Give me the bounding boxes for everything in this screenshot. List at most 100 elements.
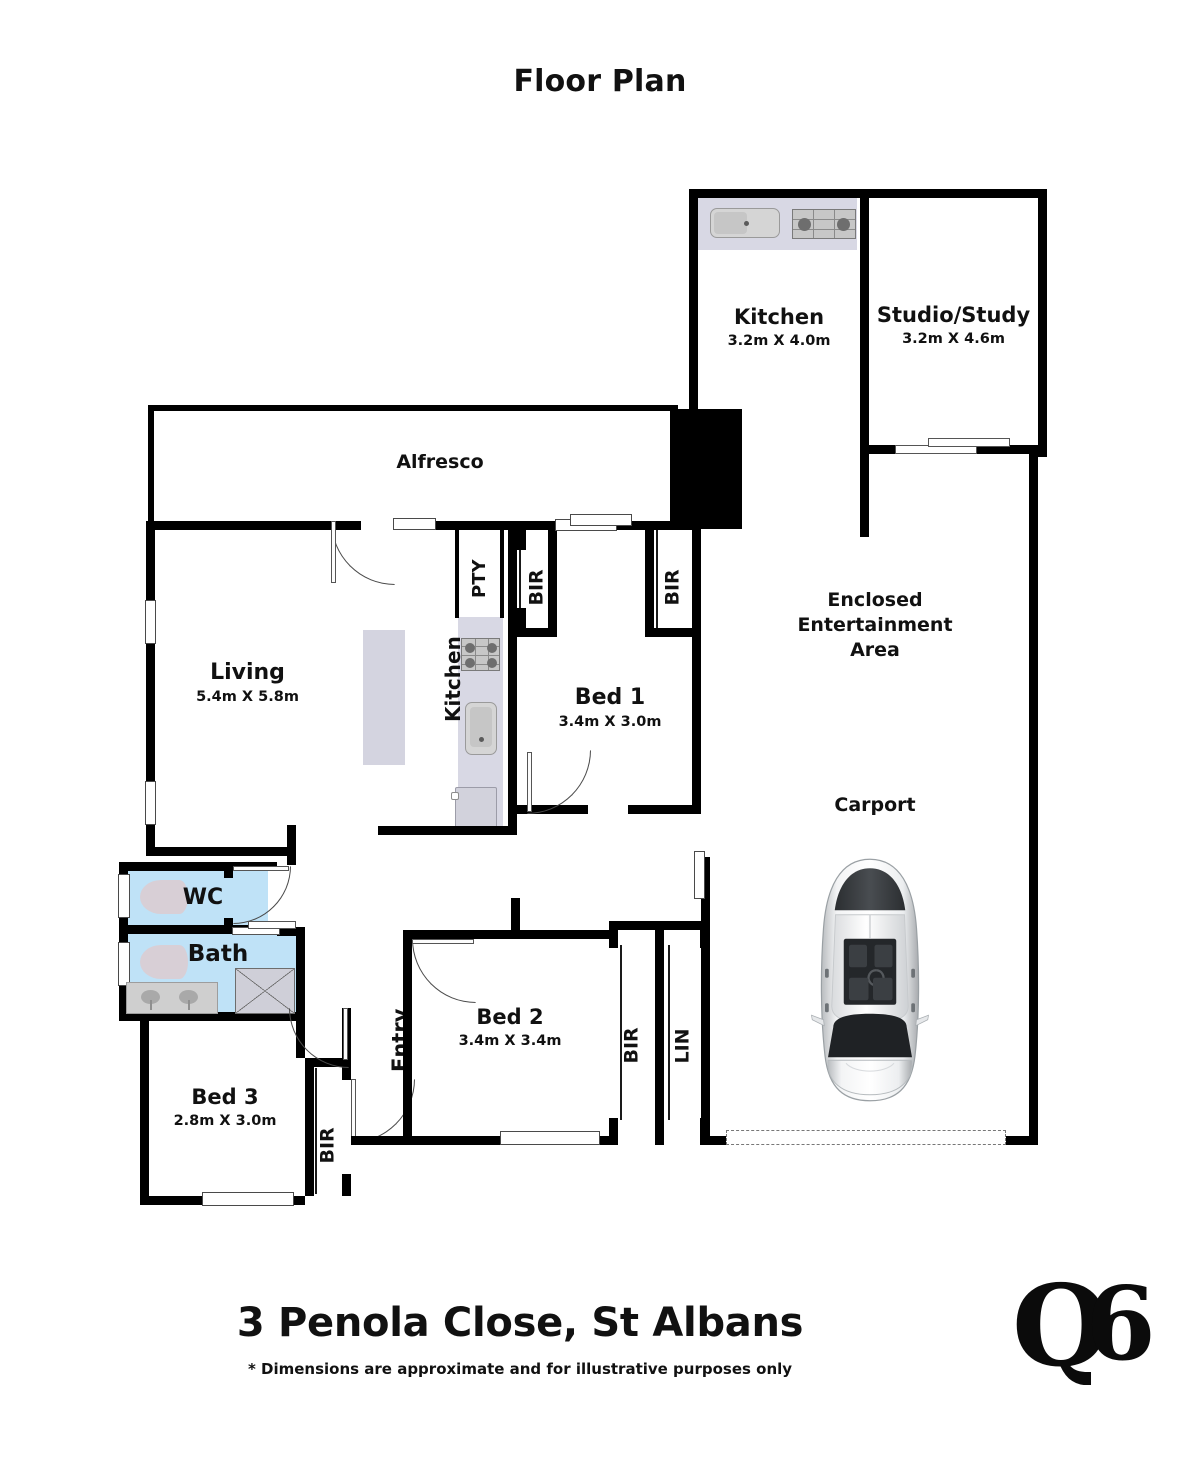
wall-bath-top-right xyxy=(277,927,305,936)
bed2-door-leaf[interactable] xyxy=(412,939,474,944)
wall-wc-bottom xyxy=(119,925,277,934)
wall-kitchen-top xyxy=(689,189,869,198)
wall-entertainment-top xyxy=(1038,449,1047,454)
wall-bir-left-stub-bot xyxy=(517,608,526,628)
bath-door-leaf-2[interactable] xyxy=(248,921,296,929)
kitchen-top-name: Kitchen xyxy=(733,305,825,329)
bed3-name: Bed 3 xyxy=(191,1085,259,1109)
wall-bed2-top xyxy=(403,930,609,939)
living-window-lower xyxy=(145,781,156,825)
kitchen-top-sink xyxy=(710,208,780,238)
property-address: 3 Penola Close, St Albans xyxy=(236,1300,804,1346)
room-label-alfresco: Alfresco xyxy=(396,451,484,473)
wall-bed2-closets-top xyxy=(609,921,709,930)
wall-bir-lin-divider xyxy=(655,930,664,1145)
bath-shower xyxy=(235,968,295,1014)
entertainment-line-3: Area xyxy=(850,639,900,662)
room-label-studio: Studio/Study 3.2m X 4.6m xyxy=(860,303,1047,348)
wall-alfresco-left xyxy=(148,405,154,527)
bath-label: Bath xyxy=(187,941,249,967)
kitchen-main-cooktop xyxy=(461,638,500,671)
wall-entertainment-left xyxy=(701,857,710,1137)
wall-entertainment-right xyxy=(1029,449,1038,1145)
bir-bed1-left-label: BIR xyxy=(525,569,548,606)
kitchen-island-bench xyxy=(363,630,405,765)
living-alfresco-door-leaf[interactable] xyxy=(331,521,336,583)
bath-vanity xyxy=(126,982,218,1014)
svg-text:6: 6 xyxy=(1086,1275,1156,1383)
room-label-kitchen-top: Kitchen 3.2m X 4.0m xyxy=(689,305,869,350)
wall-entertainment-bottom-right xyxy=(1005,1136,1037,1145)
studio-sliding-door-leaf-2[interactable] xyxy=(928,438,1010,447)
disclaimer-text: * Dimensions are approximate and for ill… xyxy=(247,1360,793,1378)
kitchen-fridge-handle xyxy=(451,792,459,800)
wall-bir-left-stub-top xyxy=(517,530,526,550)
wall-pty-left xyxy=(455,530,459,618)
bath-toilet xyxy=(140,945,188,979)
room-label-carport: Carport xyxy=(834,794,916,816)
page-title: Floor Plan xyxy=(513,64,687,99)
wall-living-left xyxy=(146,521,155,856)
wall-studio-right xyxy=(1038,189,1047,457)
wall-kitchen-studio-divider xyxy=(860,189,869,537)
wall-wc-right-stub xyxy=(224,862,233,878)
kitchen-main-sink xyxy=(465,702,497,755)
wall-kitchen-main-bottom xyxy=(378,826,508,835)
front-door-leaf[interactable] xyxy=(351,1079,356,1141)
bed2-window xyxy=(500,1131,600,1145)
wall-living-bottom xyxy=(146,847,296,856)
wall-bir-bed2-left xyxy=(609,930,618,948)
wall-entertainment-bottom-left xyxy=(701,1136,726,1145)
wall-kitchen-main-right xyxy=(508,521,517,835)
solid-wall-block xyxy=(670,409,742,529)
bath-basin-right xyxy=(179,990,198,1004)
bir-bed2-label: BIR xyxy=(620,1027,643,1064)
bed3-door-arc xyxy=(289,1008,349,1068)
bir-bed1-right-door-line[interactable] xyxy=(656,530,658,628)
bed1-name: Bed 1 xyxy=(574,685,646,710)
bed3-door-leaf[interactable] xyxy=(343,1008,348,1060)
wc-door-arc xyxy=(233,866,291,924)
wall-pty-right xyxy=(500,530,504,618)
bed1-dim: 3.4m X 3.0m xyxy=(558,713,662,730)
pty-label: PTY xyxy=(469,559,490,598)
bir-bed3-door-line[interactable] xyxy=(315,1068,317,1194)
wall-bath-bottom xyxy=(119,1012,305,1021)
wc-door-leaf[interactable] xyxy=(233,866,289,871)
bed3-window xyxy=(202,1192,294,1206)
room-label-bed1: Bed 1 3.4m X 3.0m xyxy=(520,685,700,731)
living-window-upper xyxy=(145,600,156,644)
bed1-door-leaf[interactable] xyxy=(527,752,532,812)
wall-kitchen-left xyxy=(689,189,698,414)
bir-bed2-door-line[interactable] xyxy=(620,945,622,1120)
wall-alfresco-top xyxy=(148,405,678,411)
svg-text:Q: Q xyxy=(1012,1275,1110,1385)
studio-name: Studio/Study xyxy=(876,303,1031,327)
garage-door-opening[interactable] xyxy=(726,1130,1006,1145)
lin-door-line[interactable] xyxy=(668,945,670,1120)
wall-bir-right-top xyxy=(645,521,701,530)
kitchen-fridge xyxy=(455,787,497,832)
wall-bed2-top-stub xyxy=(511,898,520,931)
wc-label: WC xyxy=(182,885,224,910)
wall-bir-bed3-right-top xyxy=(342,1058,351,1080)
wall-bed1-bottom-right xyxy=(628,805,701,814)
room-label-entertainment: Enclosed Entertainment Area xyxy=(760,588,990,663)
wc-window xyxy=(118,874,130,918)
wall-bir-right-left xyxy=(645,530,654,637)
entertainment-window xyxy=(694,851,705,899)
entertainment-line-2: Entertainment xyxy=(797,614,953,637)
wall-lin-right-bot xyxy=(700,1118,709,1145)
bir-bed1-left-door-line[interactable] xyxy=(519,530,521,628)
bath-basin-left xyxy=(141,990,160,1004)
wall-bir-bed3-right-bot xyxy=(342,1174,351,1196)
kitchen-top-dim: 3.2m X 4.0m xyxy=(727,332,831,349)
car-illustration xyxy=(811,858,929,1102)
bed2-door-arc xyxy=(412,939,476,1003)
wall-studio-top xyxy=(860,189,1047,198)
wall-bir-left-right xyxy=(548,530,557,637)
bath-basin-right-tap xyxy=(188,1000,190,1010)
bir-bed3-label: BIR xyxy=(316,1127,339,1164)
bir-bed1-right-label: BIR xyxy=(661,569,684,606)
wall-bed2-left xyxy=(403,930,412,1145)
